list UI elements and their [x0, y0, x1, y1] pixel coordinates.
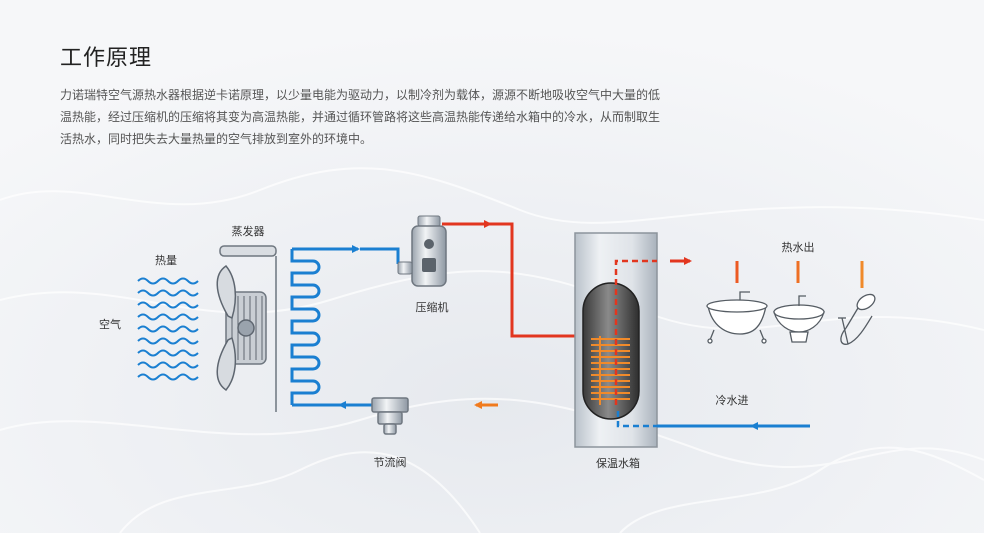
condenser-coil: [591, 336, 630, 405]
wave-icon: [137, 277, 199, 285]
label-compressor: 压缩机: [416, 300, 449, 314]
fan-icon: [216, 265, 267, 391]
wave-icon: [137, 361, 199, 369]
description-paragraph: 力诺瑞特空气源热水器根据逆卡诺原理，以少量电能为驱动力，以制冷剂为载体，源源不断…: [60, 88, 661, 146]
hot-water-internal-line: [614, 259, 657, 405]
wave-icon: [137, 337, 199, 345]
label-air: 空气: [99, 317, 121, 331]
label-tank: 保温水箱: [596, 456, 640, 470]
wave-icon: [137, 349, 199, 357]
wave-icon: [137, 301, 199, 309]
wave-icon: [137, 313, 199, 321]
wave-icon: [137, 289, 199, 297]
washbasin-icon: [773, 295, 825, 343]
wave-icon: [137, 325, 199, 333]
label-heat: 热量: [155, 254, 177, 267]
wave-icon: [137, 373, 199, 381]
evaporator-bar: [219, 245, 277, 257]
label-evaporator: 蒸发器: [232, 224, 265, 238]
pipe-compressor-inlet: [360, 247, 400, 264]
compressor-icon: [397, 215, 447, 287]
cold-water-internal-line: [616, 411, 657, 428]
shower-icon: [838, 293, 876, 345]
heat-waves: [137, 277, 199, 381]
throttle-valve-icon: [371, 397, 409, 435]
bathtub-icon: [706, 291, 768, 344]
page-title: 工作原理: [60, 46, 153, 71]
evaporator-coil-icon: [290, 249, 321, 405]
water-tank-icon: [574, 232, 658, 448]
label-hot-water-out: 热水出: [782, 240, 815, 254]
label-throttle-valve: 节流阀: [374, 455, 407, 469]
label-cold-water-in: 冷水进: [716, 394, 749, 407]
